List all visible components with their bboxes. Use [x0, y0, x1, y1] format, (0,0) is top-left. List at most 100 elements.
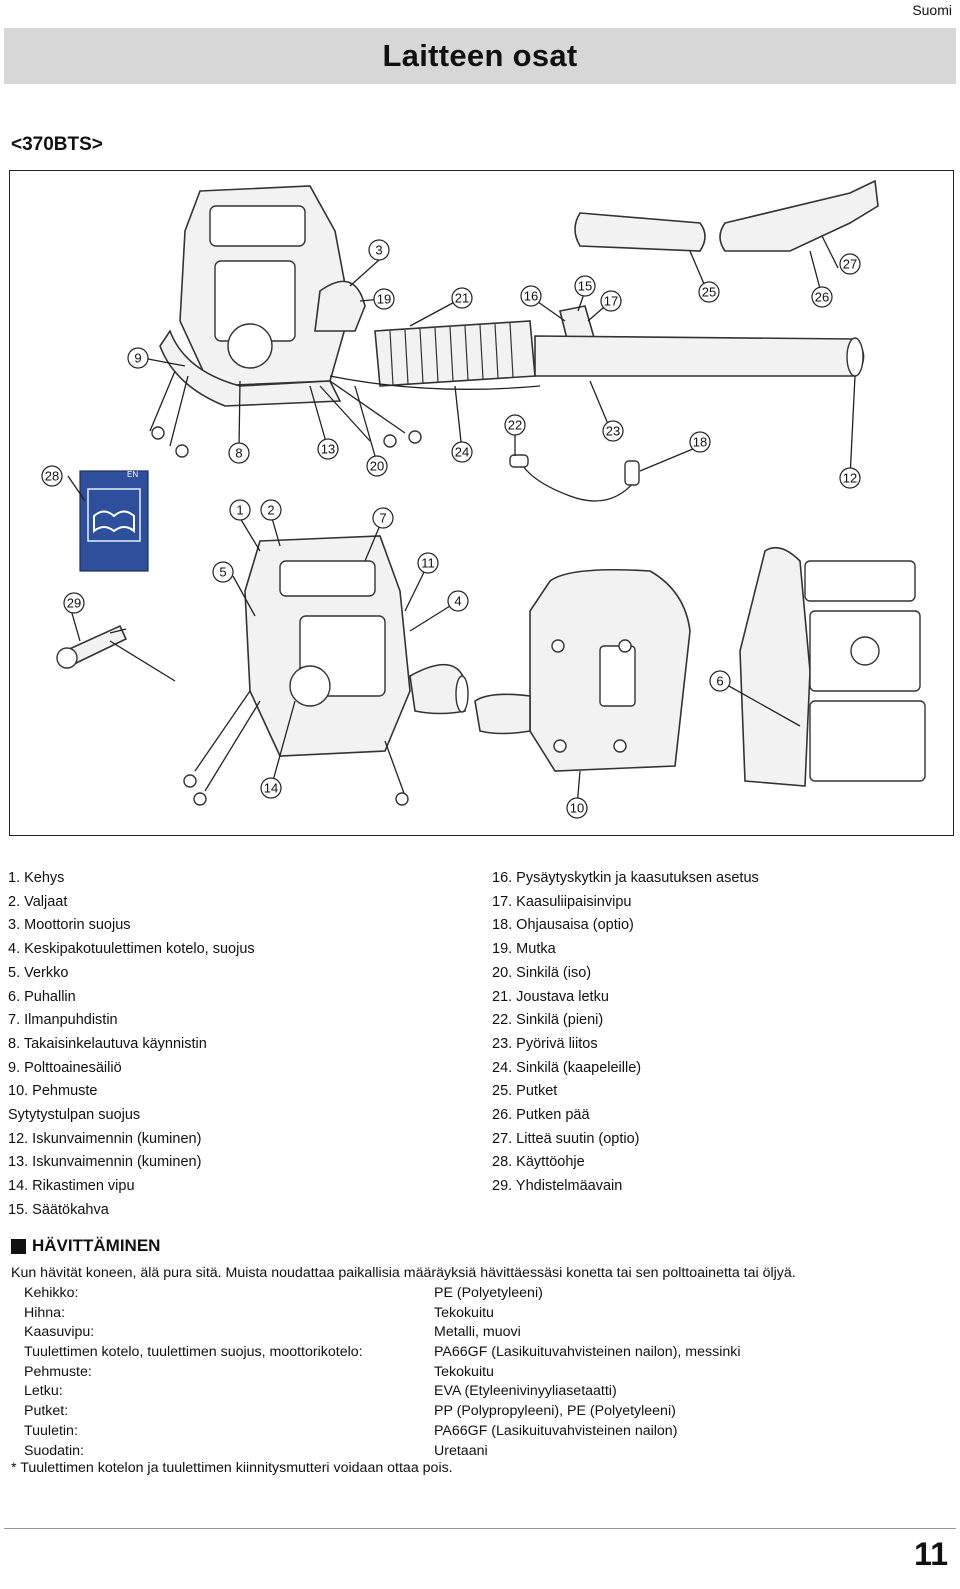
model-label: <370BTS>: [11, 134, 103, 155]
list-item: 14. Rikastimen vipu: [8, 1178, 135, 1195]
callout-4: 4: [447, 590, 469, 612]
svg-text:15: 15: [578, 279, 592, 294]
list-item: 15. Säätökahva: [8, 1201, 109, 1218]
material-value: EVA (Etyleenivinyyliasetaatti): [434, 1383, 617, 1400]
language-label: Suomi: [912, 2, 952, 18]
callout-13: 13: [317, 438, 339, 460]
svg-text:22: 22: [508, 418, 522, 433]
svg-text:5: 5: [219, 565, 226, 580]
list-item: 7. Ilmanpuhdistin: [8, 1012, 118, 1029]
material-value: Uretaani: [434, 1442, 488, 1459]
svg-text:21: 21: [455, 291, 469, 306]
list-item: 17. Kaasuliipaisinvipu: [492, 893, 632, 910]
svg-text:13: 13: [321, 442, 335, 457]
manual-brand: EN: [127, 470, 138, 479]
material-value: PP (Polypropyleeni), PE (Polyetyleeni): [434, 1403, 676, 1420]
material-part: Kehikko:: [24, 1285, 79, 1301]
blower-back-illustration: [474, 568, 691, 772]
material-part: Letku:: [24, 1383, 63, 1400]
title-band: Laitteen osat: [4, 28, 956, 84]
list-item: 20. Sinkilä (iso): [492, 964, 592, 981]
list-item: 3. Moottorin suojus: [8, 917, 131, 934]
list-item: 25. Putket: [492, 1083, 558, 1100]
parts-list-right: 16. Pysäytyskytkin ja kaasutuksen asetus…: [492, 867, 759, 1199]
list-item: 10. Pehmuste: [8, 1083, 98, 1100]
svg-text:11: 11: [421, 556, 435, 571]
list-item: 29. Yhdistelmäavain: [492, 1178, 623, 1195]
material-part: Pehmuste:: [24, 1363, 92, 1380]
svg-text:12: 12: [843, 471, 857, 486]
svg-text:28: 28: [45, 469, 59, 484]
list-item: 4. Keskipakotuulettimen kotelo, suojus: [8, 941, 255, 958]
svg-text:27: 27: [843, 257, 857, 272]
material-value: Tekokuitu: [434, 1363, 494, 1380]
svg-text:9: 9: [134, 351, 141, 366]
list-item: 22. Sinkilä (pieni): [492, 1012, 604, 1029]
callout-26: 26: [811, 286, 833, 308]
callout-3: 3: [368, 239, 390, 261]
material-value: PE (Polyetyleeni): [434, 1285, 543, 1301]
callout-6: 6: [709, 670, 731, 692]
callout-21: 21: [451, 287, 473, 309]
svg-text:3: 3: [375, 243, 382, 258]
parts-list-left: 1. Kehys 2. Valjaat 3. Moottorin suojus …: [8, 867, 255, 1223]
svg-text:6: 6: [716, 674, 723, 689]
swivel-illustration: [509, 454, 640, 502]
list-item: 2. Valjaat: [8, 893, 68, 910]
material-part: Suodatin:: [24, 1442, 84, 1459]
list-item: 13. Iskunvaimennin (kuminen): [8, 1154, 202, 1171]
callout-5: 5: [212, 561, 234, 583]
list-item: 18. Ohjausaisa (optio): [492, 917, 634, 934]
callout-8: 8: [228, 442, 250, 464]
list-item: 28. Käyttöohje: [492, 1154, 585, 1171]
callout-12: 12: [839, 467, 861, 489]
square-bullet-icon: [11, 1238, 26, 1254]
callouts: 3 19 21 16 15 17 25 26 27 9 8 13 20 24 2…: [41, 239, 861, 819]
svg-text:18: 18: [693, 435, 707, 450]
svg-text:4: 4: [454, 594, 461, 609]
callout-15: 15: [574, 275, 596, 297]
material-part: Hihna:: [24, 1304, 66, 1321]
blower-top-illustration: [149, 179, 879, 458]
page-number: 11: [914, 1536, 948, 1572]
svg-text:10: 10: [570, 801, 584, 816]
disposal-intro: Kun hävität koneen, älä pura sitä. Muist…: [11, 1265, 796, 1281]
list-item: 6. Puhallin: [8, 988, 76, 1005]
svg-text:17: 17: [604, 294, 618, 309]
svg-text:19: 19: [377, 292, 391, 307]
list-item: 12. Iskunvaimennin (kuminen): [8, 1130, 202, 1147]
svg-text:7: 7: [379, 511, 386, 526]
parts-figure: EN: [9, 170, 954, 836]
parts-illustration: EN: [41, 179, 926, 819]
material-part: Tuuletin:: [24, 1422, 78, 1439]
blower-side-illustration: [739, 546, 926, 787]
callout-19: 19: [373, 288, 395, 310]
callout-23: 23: [602, 420, 624, 442]
callout-22: 22: [504, 414, 526, 436]
material-value: PA66GF (Lasikuituvahvisteinen nailon), m…: [434, 1344, 741, 1361]
material-value: Metalli, muovi: [434, 1324, 521, 1341]
material-part: Putket:: [24, 1403, 69, 1420]
material-value: Tekokuitu: [434, 1304, 494, 1321]
list-item: Sytytystulpan suojus: [8, 1107, 141, 1124]
svg-text:24: 24: [455, 445, 469, 460]
callout-18: 18: [689, 431, 711, 453]
callout-17: 17: [600, 290, 622, 312]
material-part: Kaasuvipu:: [24, 1324, 95, 1341]
callout-16: 16: [520, 285, 542, 307]
list-item: 19. Mutka: [492, 941, 556, 958]
manual-icon: EN: [79, 470, 149, 572]
svg-text:25: 25: [702, 285, 716, 300]
list-item: 1. Kehys: [8, 870, 65, 886]
list-item: 27. Litteä suutin (optio): [492, 1130, 640, 1147]
disposal-heading-text: HÄVITTÄMINEN: [32, 1236, 161, 1255]
callout-14: 14: [260, 777, 282, 799]
callout-25: 25: [698, 281, 720, 303]
footnote: * Tuulettimen kotelon ja tuulettimen kii…: [11, 1460, 453, 1476]
svg-text:14: 14: [264, 781, 278, 796]
callout-2: 2: [260, 499, 282, 521]
blower-front-illustration: [183, 535, 469, 806]
svg-text:23: 23: [606, 424, 620, 439]
list-item: 24. Sinkilä (kaapeleille): [492, 1059, 642, 1076]
callout-9: 9: [127, 347, 149, 369]
